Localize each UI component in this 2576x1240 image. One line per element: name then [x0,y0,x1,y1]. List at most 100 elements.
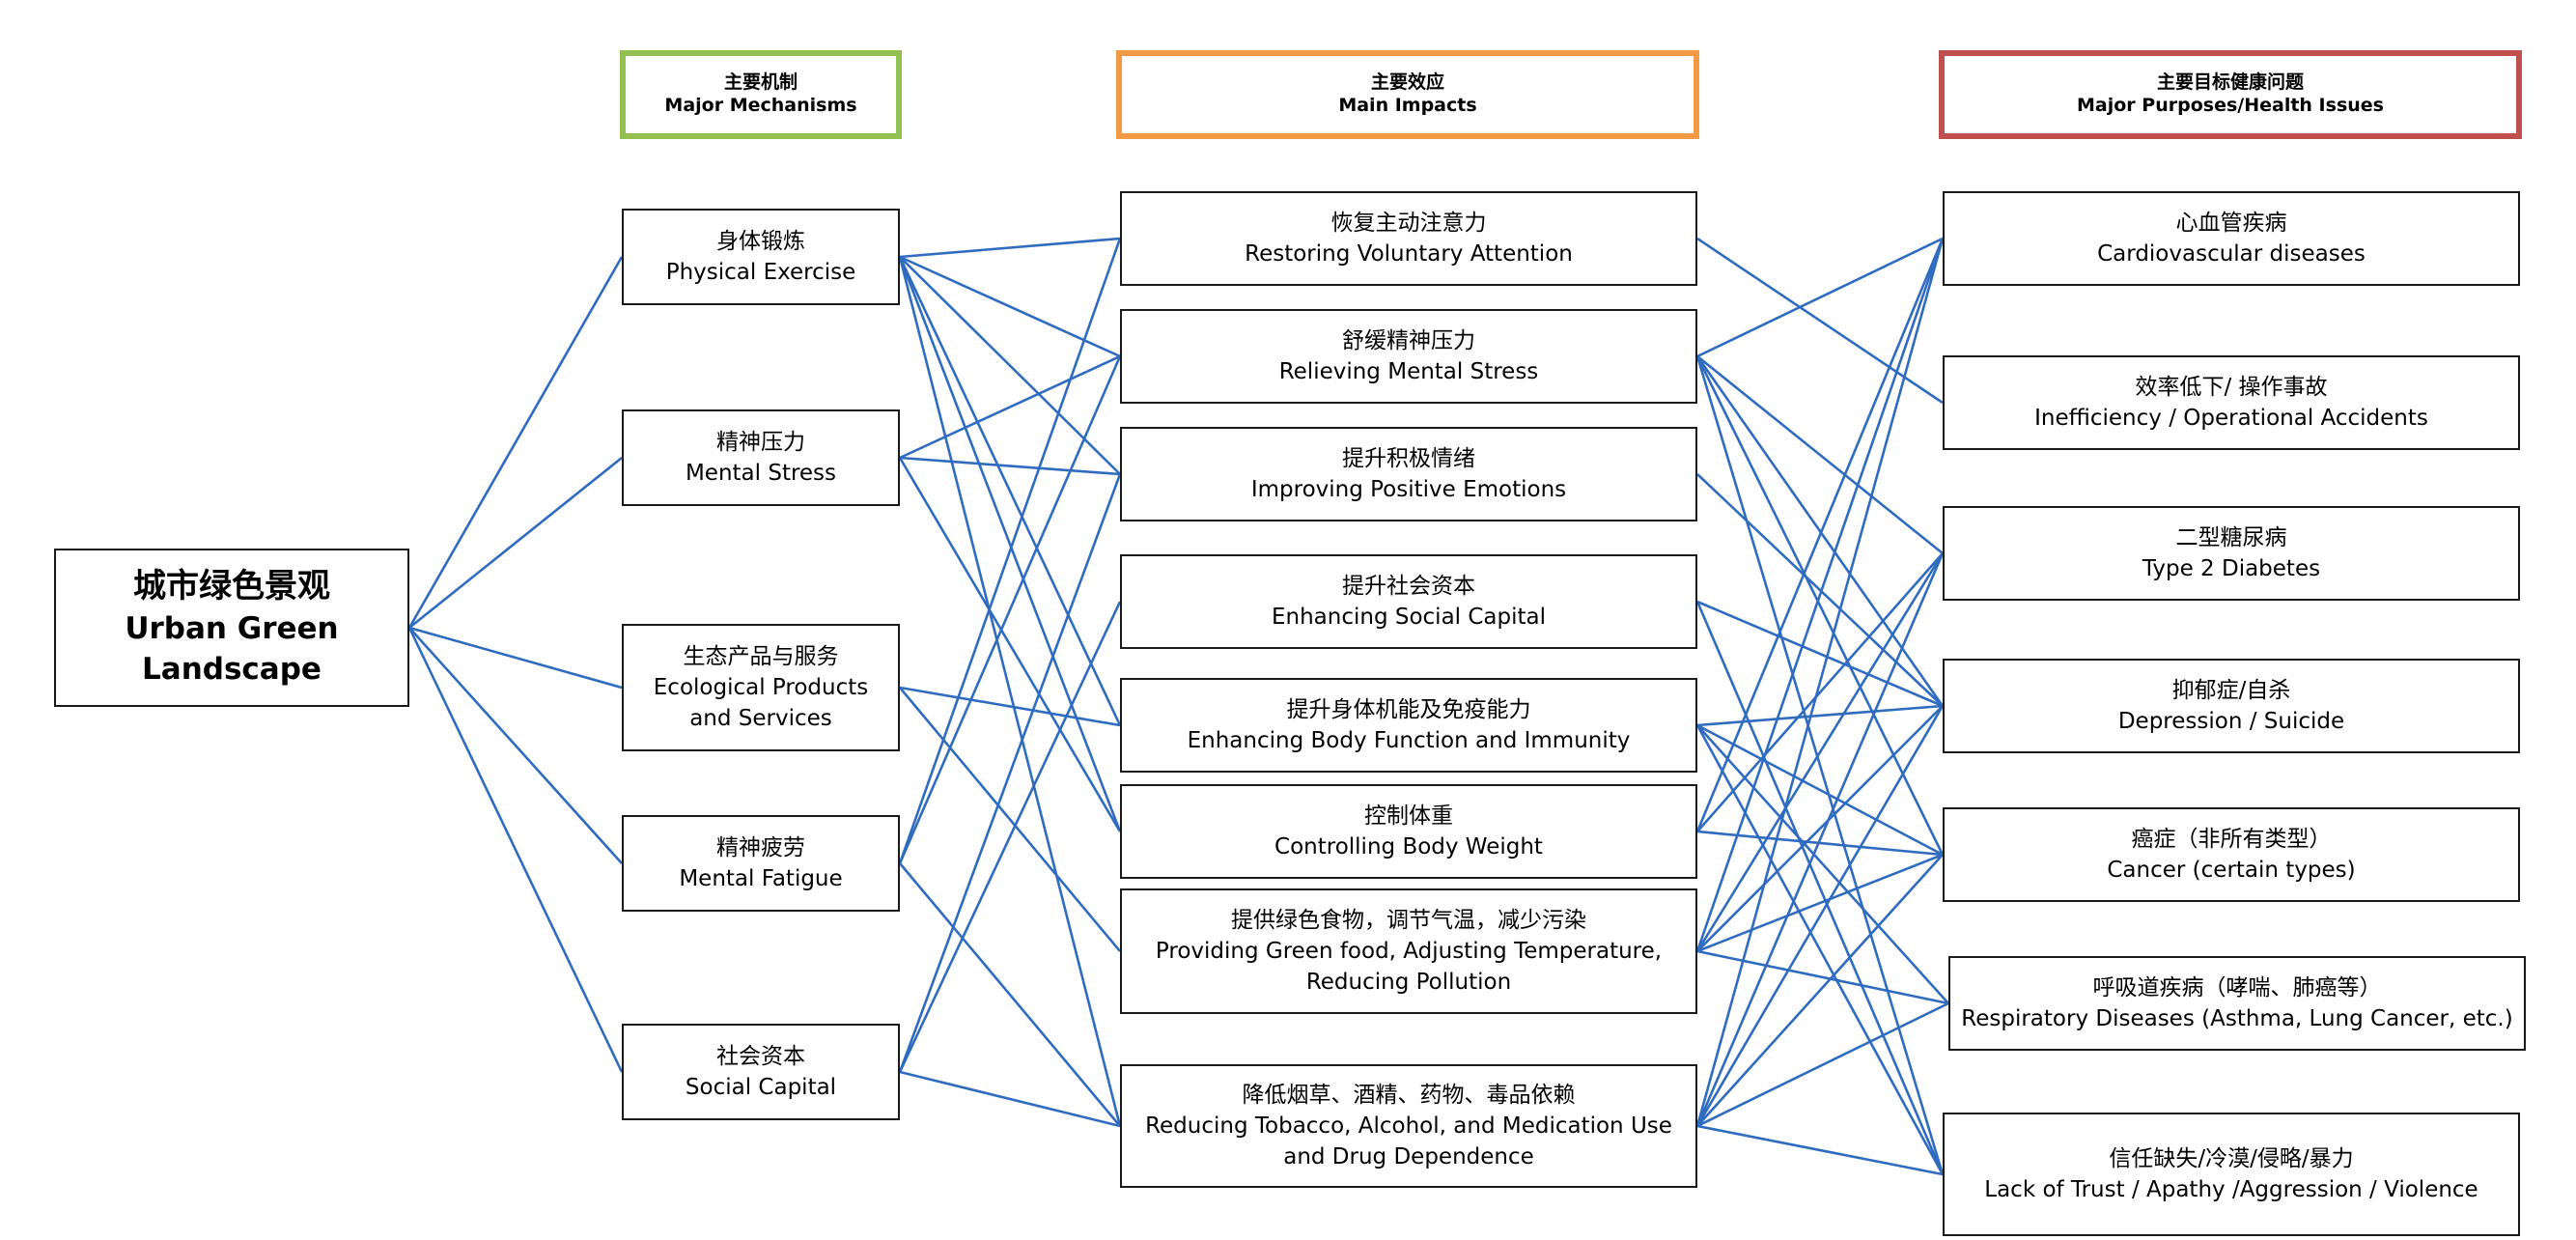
header-impacts-en: Main Impacts [1338,95,1477,116]
mechanism-node: 精神疲劳 Mental Fatigue [622,815,900,912]
impact-to-purpose-line [1696,237,1944,405]
impact-to-purpose-line [1695,355,1945,856]
impact-en: Enhancing Body Function and Immunity [1187,728,1631,753]
mechanism-to-impact-line [898,238,1122,864]
purpose-en: Cardiovascular diseases [2097,241,2366,267]
impact-node: 提升社会资本 Enhancing Social Capital [1120,554,1697,649]
mechanism-to-impact-line [899,237,1121,259]
impact-to-purpose-line [1696,704,1944,727]
header-impacts: 主要效应 Main Impacts [1116,50,1699,139]
impact-to-purpose-line [1695,724,1945,1175]
mechanism-zh: 生态产品与服务 [683,643,839,669]
root-node: 城市绿色景观 Urban Green Landscape [54,549,409,707]
impact-zh: 控制体重 [1364,803,1453,829]
purpose-en: Cancer (certain types) [2107,858,2356,883]
impact-to-purpose-line [1696,949,1949,1005]
impact-zh: 提供绿色食物，调节气温，减少污染 [1231,907,1586,933]
mechanism-en: Social Capital [685,1075,837,1100]
impact-node: 恢复主动注意力 Restoring Voluntary Attention [1120,191,1697,286]
impact-to-purpose-line [1696,1001,1949,1128]
impact-to-purpose-line [1696,552,1944,832]
purpose-zh: 效率低下/ 操作事故 [2135,374,2328,400]
impact-node: 控制体重 Controlling Body Weight [1120,784,1697,879]
root-to-mechanism-line [408,626,623,690]
impact-to-purpose-line [1695,355,1945,1175]
mechanism-to-impact-line [898,355,1122,864]
mechanism-to-impact-line [899,687,1121,952]
purpose-node: 心血管疾病 Cardiovascular diseases [1943,191,2520,286]
impact-zh: 提升积极情绪 [1342,445,1475,471]
mechanism-to-impact-line [898,473,1122,1073]
impact-en: Restoring Voluntary Attention [1245,241,1573,267]
root-en-line2: Landscape [142,651,322,687]
root-to-mechanism-line [408,627,623,864]
mechanism-node: 身体锻炼 Physical Exercise [622,209,900,305]
mechanism-to-impact-line [899,1070,1121,1128]
header-impacts-zh: 主要效应 [1370,71,1444,94]
impact-to-purpose-line [1696,237,1944,358]
mechanism-zh: 社会资本 [716,1043,805,1069]
impact-to-purpose-line [1695,552,1945,952]
mechanism-to-impact-line [898,256,1122,1127]
mechanism-en: Mental Stress [685,461,837,486]
purpose-node: 癌症（非所有类型） Cancer (certain types) [1943,807,2520,902]
impact-zh: 提升社会资本 [1342,573,1475,599]
purpose-node: 抑郁症/自杀 Depression / Suicide [1943,659,2520,753]
mechanism-to-impact-line [898,601,1122,1073]
purpose-zh: 二型糖尿病 [2175,524,2287,550]
impact-node: 降低烟草、酒精、药物、毒品依赖 Reducing Tobacco, Alcoho… [1120,1064,1697,1188]
purpose-zh: 信任缺失/冷漠/侵略/暴力 [2109,1145,2354,1171]
impact-node: 提升身体机能及免疫能力 Enhancing Body Function and … [1120,678,1697,773]
impact-en: Providing Green food, Adjusting Temperat… [1155,938,1663,964]
impact-en: Improving Positive Emotions [1250,477,1567,502]
mechanism-zh: 精神压力 [716,429,805,455]
impact-to-purpose-line [1695,552,1945,1127]
mechanism-en: Ecological Products [653,674,869,700]
impact-to-purpose-line [1695,601,1945,1175]
purpose-en: Lack of Trust / Apathy /Aggression / Vio… [1984,1177,2478,1202]
root-to-mechanism-line [407,627,624,1073]
purpose-en: Respiratory Diseases (Asthma, Lung Cance… [1961,1006,2513,1031]
impact-en-line2: and Drug Dependence [1283,1144,1534,1170]
impact-to-purpose-line [1696,600,1944,708]
purpose-zh: 心血管疾病 [2175,210,2287,236]
purpose-zh: 癌症（非所有类型） [2131,826,2332,852]
impact-zh: 恢复主动注意力 [1330,210,1487,236]
header-purposes: 主要目标健康问题 Major Purposes/Health Issues [1939,50,2522,139]
impact-to-purpose-line [1696,705,1944,952]
header-mechanisms-zh: 主要机制 [723,71,798,94]
impact-to-purpose-line [1696,1124,1944,1176]
purpose-node: 信任缺失/冷漠/侵略/暴力 Lack of Trust / Apathy /Ag… [1943,1113,2520,1236]
impact-to-purpose-line [1696,724,1949,1004]
root-to-mechanism-line [408,456,623,630]
impact-to-purpose-line [1696,854,1944,1127]
header-mechanisms: 主要机制 Major Mechanisms [620,50,902,139]
impact-en-line2: Reducing Pollution [1305,970,1512,996]
header-purposes-en: Major Purposes/Health Issues [2077,95,2384,116]
mechanism-to-impact-line [899,862,1121,1127]
mechanism-en-line2: and Services [689,706,832,732]
root-to-mechanism-line [407,256,624,629]
mechanism-en: Physical Exercise [665,260,856,285]
header-purposes-zh: 主要目标健康问题 [2156,71,2304,94]
impact-node: 舒缓精神压力 Relieving Mental Stress [1120,309,1697,404]
mechanism-zh: 身体锻炼 [716,228,805,254]
header-mechanisms-en: Major Mechanisms [664,95,857,116]
impact-zh: 降低烟草、酒精、药物、毒品依赖 [1242,1082,1576,1108]
purpose-zh: 抑郁症/自杀 [2171,677,2291,703]
impact-en: Relieving Mental Stress [1278,359,1539,384]
impact-node: 提供绿色食物，调节气温，减少污染 Providing Green food, A… [1120,888,1697,1014]
impact-to-purpose-line [1696,723,1944,857]
impact-to-purpose-line [1696,354,1944,555]
impact-to-purpose-line [1696,473,1944,707]
mechanism-zh: 精神疲劳 [716,834,805,860]
mechanism-node: 生态产品与服务 Ecological Products and Services [622,624,900,751]
mechanism-node: 精神压力 Mental Stress [622,409,900,506]
purpose-en: Type 2 Diabetes [2142,556,2321,581]
impact-to-purpose-line [1695,238,1945,952]
mechanism-to-impact-line [898,256,1122,726]
impact-node: 提升积极情绪 Improving Positive Emotions [1120,427,1697,521]
purpose-node: 效率低下/ 操作事故 Inefficiency / Operational Ac… [1943,355,2520,450]
